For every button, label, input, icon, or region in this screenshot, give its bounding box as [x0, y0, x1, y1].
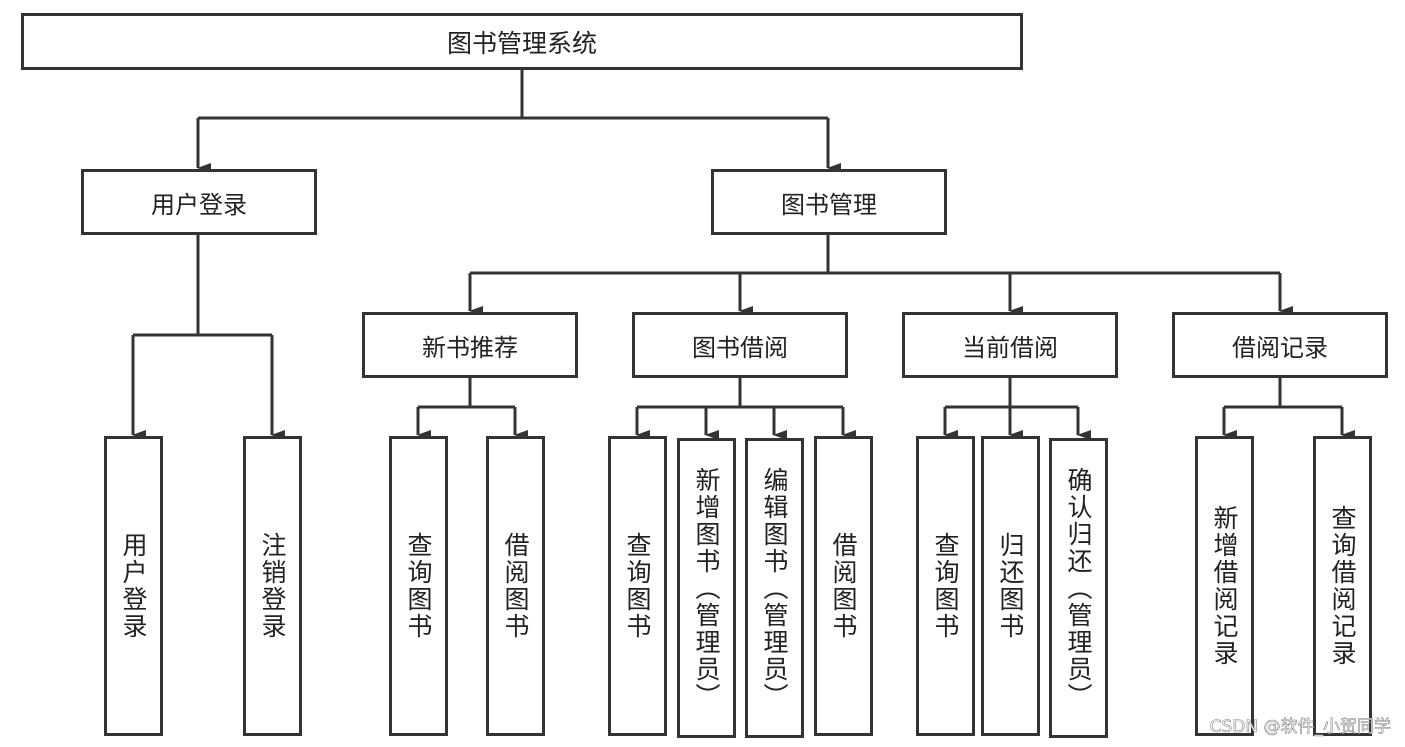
- node-label: 注销登录: [258, 532, 287, 640]
- borrow-records-connector: [1224, 377, 1342, 409]
- node-label: 新增借阅记录: [1210, 505, 1239, 667]
- node-label: 借阅图书: [501, 532, 530, 640]
- node-borrow-books: 图书借阅: [632, 312, 848, 378]
- leaf-node: 查询图书: [608, 436, 667, 736]
- node-label: 当前借阅: [962, 333, 1058, 362]
- node-label: 用户登录: [151, 190, 247, 219]
- leaf-node: 注销登录: [243, 436, 302, 736]
- leaf-node: 借阅图书: [486, 436, 545, 736]
- book-management-connector: [470, 234, 1280, 275]
- node-borrow-records: 借阅记录: [1172, 312, 1388, 378]
- node-label: 新增图书（管理员）: [692, 466, 721, 710]
- node-current-borrow: 当前借阅: [902, 312, 1118, 378]
- node-book-management: 图书管理: [711, 169, 947, 235]
- leaf-node: 查询借阅记录: [1313, 436, 1372, 736]
- node-new-books: 新书推荐: [362, 312, 578, 378]
- leaf-node: 新增图书（管理员）: [677, 438, 736, 738]
- node-label: 新书推荐: [422, 333, 518, 362]
- node-label: 查询图书: [404, 532, 433, 640]
- root-node: 图书管理系统: [21, 13, 1023, 70]
- watermark: CSDN @软件_小贺同学: [1209, 717, 1391, 738]
- new-books-connector: [418, 377, 515, 409]
- node-label: 借阅记录: [1232, 333, 1328, 362]
- user-login-connector: [133, 234, 272, 337]
- node-label: 用户登录: [119, 532, 148, 640]
- node-label: 借阅图书: [829, 532, 858, 640]
- node-label: 查询图书: [623, 532, 652, 640]
- node-label: 编辑图书（管理员）: [760, 466, 789, 710]
- leaf-node: 新增借阅记录: [1195, 436, 1254, 736]
- root-connector: [198, 69, 828, 120]
- leaf-node: 用户登录: [104, 436, 163, 736]
- node-label: 图书管理系统: [446, 28, 597, 58]
- leaf-node: 查询图书: [916, 436, 975, 736]
- node-label: 确认归还（管理员）: [1064, 466, 1093, 710]
- borrow-books-connector: [637, 377, 843, 409]
- node-label: 归还图书: [996, 532, 1025, 640]
- node-user-login: 用户登录: [81, 169, 317, 235]
- current-borrow-connector: [945, 377, 1078, 409]
- node-label: 查询借阅记录: [1328, 505, 1357, 667]
- node-label: 查询图书: [931, 532, 960, 640]
- leaf-node: 归还图书: [981, 436, 1040, 736]
- leaf-node: 查询图书: [389, 436, 448, 736]
- node-label: 图书借阅: [692, 333, 788, 362]
- leaf-node: 确认归还（管理员）: [1049, 438, 1108, 738]
- leaf-node: 借阅图书: [814, 436, 873, 736]
- leaf-node: 编辑图书（管理员）: [745, 438, 804, 738]
- node-label: 图书管理: [781, 190, 877, 219]
